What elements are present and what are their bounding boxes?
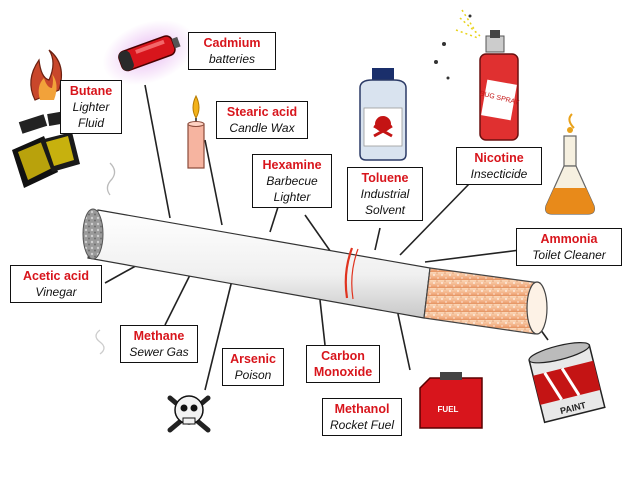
label-butane-use: Lighter Fluid [72,100,110,130]
candle-icon [187,94,205,169]
label-methanol-use: Rocket Fuel [329,418,395,432]
label-toluene-use: Industrial Solvent [360,187,410,217]
fuel-can-icon: FUEL [419,372,483,429]
label-cadmium-use: batteries [208,52,256,66]
label-cadmium-chemical: Cadmium [203,36,261,50]
label-stearic-use: Candle Wax [229,121,295,135]
label-carbon-chemical: Carbon Monoxide [313,349,373,379]
label-ammonia: Ammonia Toilet Cleaner [516,228,622,266]
label-hexamine-use: Barbecue Lighter [266,174,318,204]
label-butane: Butane Lighter Fluid [60,80,122,134]
label-carbon-monoxide: Carbon Monoxide [306,345,380,383]
bug-spray-icon: BUG SPRAY [434,9,520,141]
label-hexamine-chemical: Hexamine [262,158,322,172]
label-methane: Methane Sewer Gas [120,325,198,363]
label-methane-chemical: Methane [133,329,185,343]
skull-crossbones-icon [167,395,211,433]
filter [423,267,541,335]
fuel-can-label: FUEL [438,405,459,414]
cigarette [82,162,548,355]
label-ammonia-use: Toilet Cleaner [532,248,606,262]
label-arsenic-use: Poison [234,368,272,382]
solvent-bottle-icon [359,68,407,161]
label-butane-chemical: Butane [69,84,113,98]
label-hexamine: Hexamine Barbecue Lighter [252,154,332,208]
label-ammonia-chemical: Ammonia [540,232,598,246]
label-toluene-chemical: Toluene [361,171,409,185]
label-nicotine: Nicotine Insecticide [456,147,542,185]
label-cadmium: Cadmium batteries [188,32,276,70]
filter-end [526,281,548,335]
label-methanol-chemical: Methanol [334,402,390,416]
battery-icon [102,19,196,86]
label-arsenic: Arsenic Poison [222,348,284,386]
label-stearic-chemical: Stearic acid [226,105,298,119]
label-arsenic-chemical: Arsenic [230,352,276,366]
label-acetic-use: Vinegar [35,285,77,299]
label-acetic-chemical: Acetic acid [22,269,89,283]
lighter-icon [12,49,80,188]
paint-can-icon: PAINT [528,341,606,424]
label-nicotine-chemical: Nicotine [474,151,524,165]
label-toluene: Toluene Industrial Solvent [347,167,423,221]
label-methane-use: Sewer Gas [129,345,189,359]
label-stearic-acid: Stearic acid Candle Wax [216,101,308,139]
flask-icon [545,113,595,215]
label-methanol: Methanol Rocket Fuel [322,398,402,436]
label-acetic-acid: Acetic acid Vinegar [10,265,102,303]
label-nicotine-use: Insecticide [470,167,528,181]
ash-end [82,208,104,260]
